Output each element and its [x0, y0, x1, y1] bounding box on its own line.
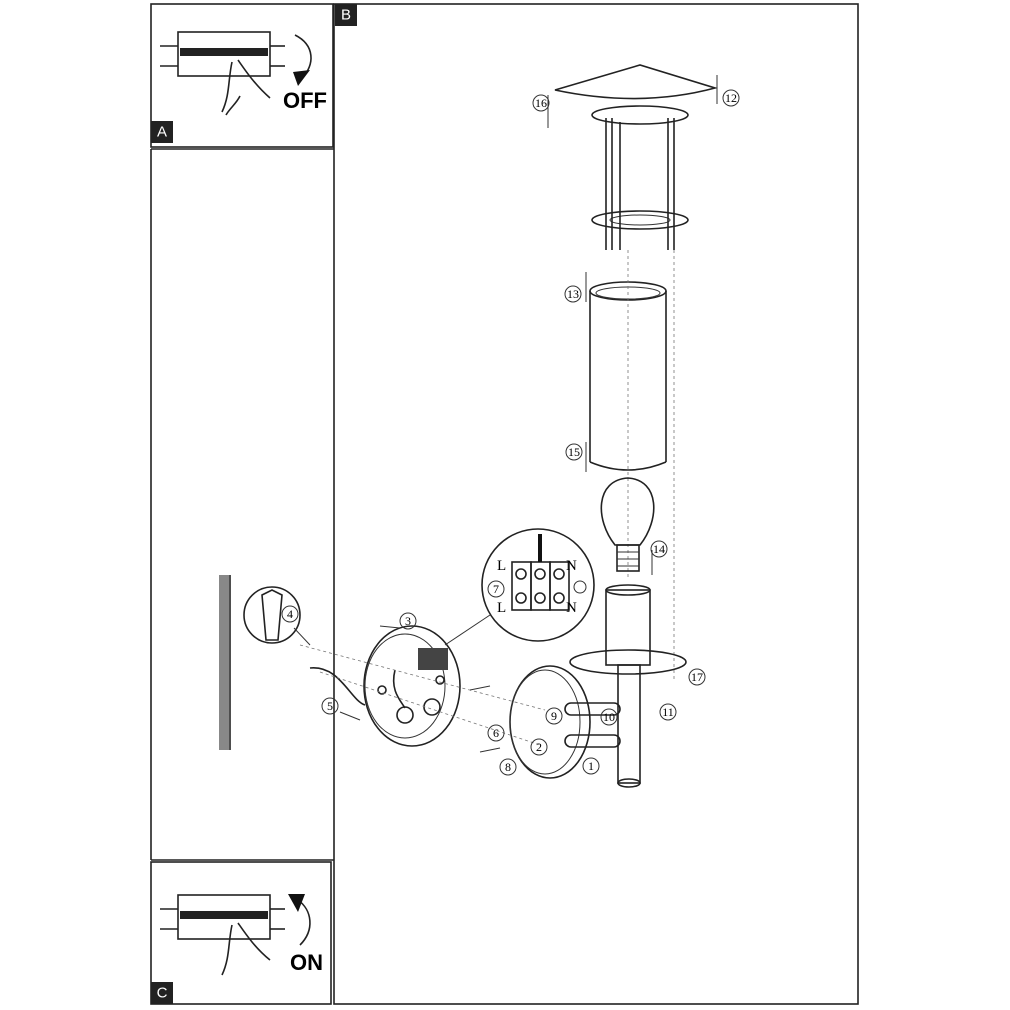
wall-plate: [509, 665, 621, 779]
svg-text:8: 8: [505, 760, 511, 774]
svg-text:3: 3: [405, 614, 411, 628]
callout-2: 2: [530, 738, 548, 756]
svg-text:5: 5: [327, 699, 333, 713]
terminal-block-detail: L L N N: [444, 528, 595, 646]
panel-b-badge: B: [335, 4, 357, 26]
callout-8: 8: [499, 758, 517, 776]
svg-text:C: C: [157, 985, 168, 1002]
svg-text:14: 14: [653, 542, 665, 556]
terminal-label-l-top: L: [497, 558, 506, 574]
lamp-head: [554, 64, 718, 250]
callout-16: 16: [532, 94, 550, 112]
on-label: ON: [290, 950, 323, 975]
panel-a-badge: A: [151, 121, 173, 143]
callout-4: 4: [281, 605, 299, 623]
svg-text:1: 1: [588, 759, 594, 773]
panel-c-badge: C: [151, 982, 173, 1004]
light-bulb: [600, 477, 655, 572]
svg-text:9: 9: [551, 709, 557, 723]
callout-9: 9: [545, 707, 563, 725]
callout-14: 14: [650, 540, 668, 558]
terminal-label-l-bottom: L: [497, 600, 506, 616]
svg-text:11: 11: [662, 705, 674, 719]
svg-text:17: 17: [691, 670, 703, 684]
terminal-label-n-top: N: [566, 558, 577, 574]
callout-7: 7: [487, 580, 505, 598]
callout-15: 15: [565, 443, 583, 461]
svg-text:13: 13: [567, 287, 579, 301]
circuit-breaker-on-illustration: ON: [160, 894, 323, 976]
callout-5: 5: [321, 697, 339, 715]
panel-c-frame: [150, 861, 332, 1005]
svg-text:16: 16: [535, 96, 547, 110]
main-frame: [333, 3, 859, 1005]
svg-text:4: 4: [287, 607, 293, 621]
terminal-label-n-bottom: N: [566, 600, 577, 616]
svg-text:B: B: [341, 7, 351, 24]
svg-text:7: 7: [493, 582, 499, 596]
circuit-breaker-off-illustration: OFF: [160, 31, 327, 116]
svg-text:15: 15: [568, 445, 580, 459]
wall-hatch: [219, 575, 231, 750]
cable: [309, 667, 366, 706]
svg-text:6: 6: [493, 726, 499, 740]
junction-box: [363, 625, 461, 747]
svg-text:2: 2: [536, 740, 542, 754]
wall-plug-detail: [243, 586, 311, 646]
lamp-base-post: [569, 584, 687, 788]
callout-6: 6: [487, 724, 505, 742]
svg-text:10: 10: [603, 710, 615, 724]
callout-10: 10: [600, 708, 618, 726]
callout-12: 12: [722, 89, 740, 107]
off-label: OFF: [283, 88, 327, 113]
callout-1: 1: [582, 757, 600, 775]
callout-11: 11: [659, 703, 677, 721]
motion-arrows: [339, 75, 718, 753]
svg-text:A: A: [157, 124, 167, 141]
callout-3: 3: [399, 612, 417, 630]
callout-13: 13: [564, 285, 582, 303]
panel-a-frame: [150, 3, 334, 148]
callout-17: 17: [688, 668, 706, 686]
svg-text:12: 12: [725, 91, 737, 105]
